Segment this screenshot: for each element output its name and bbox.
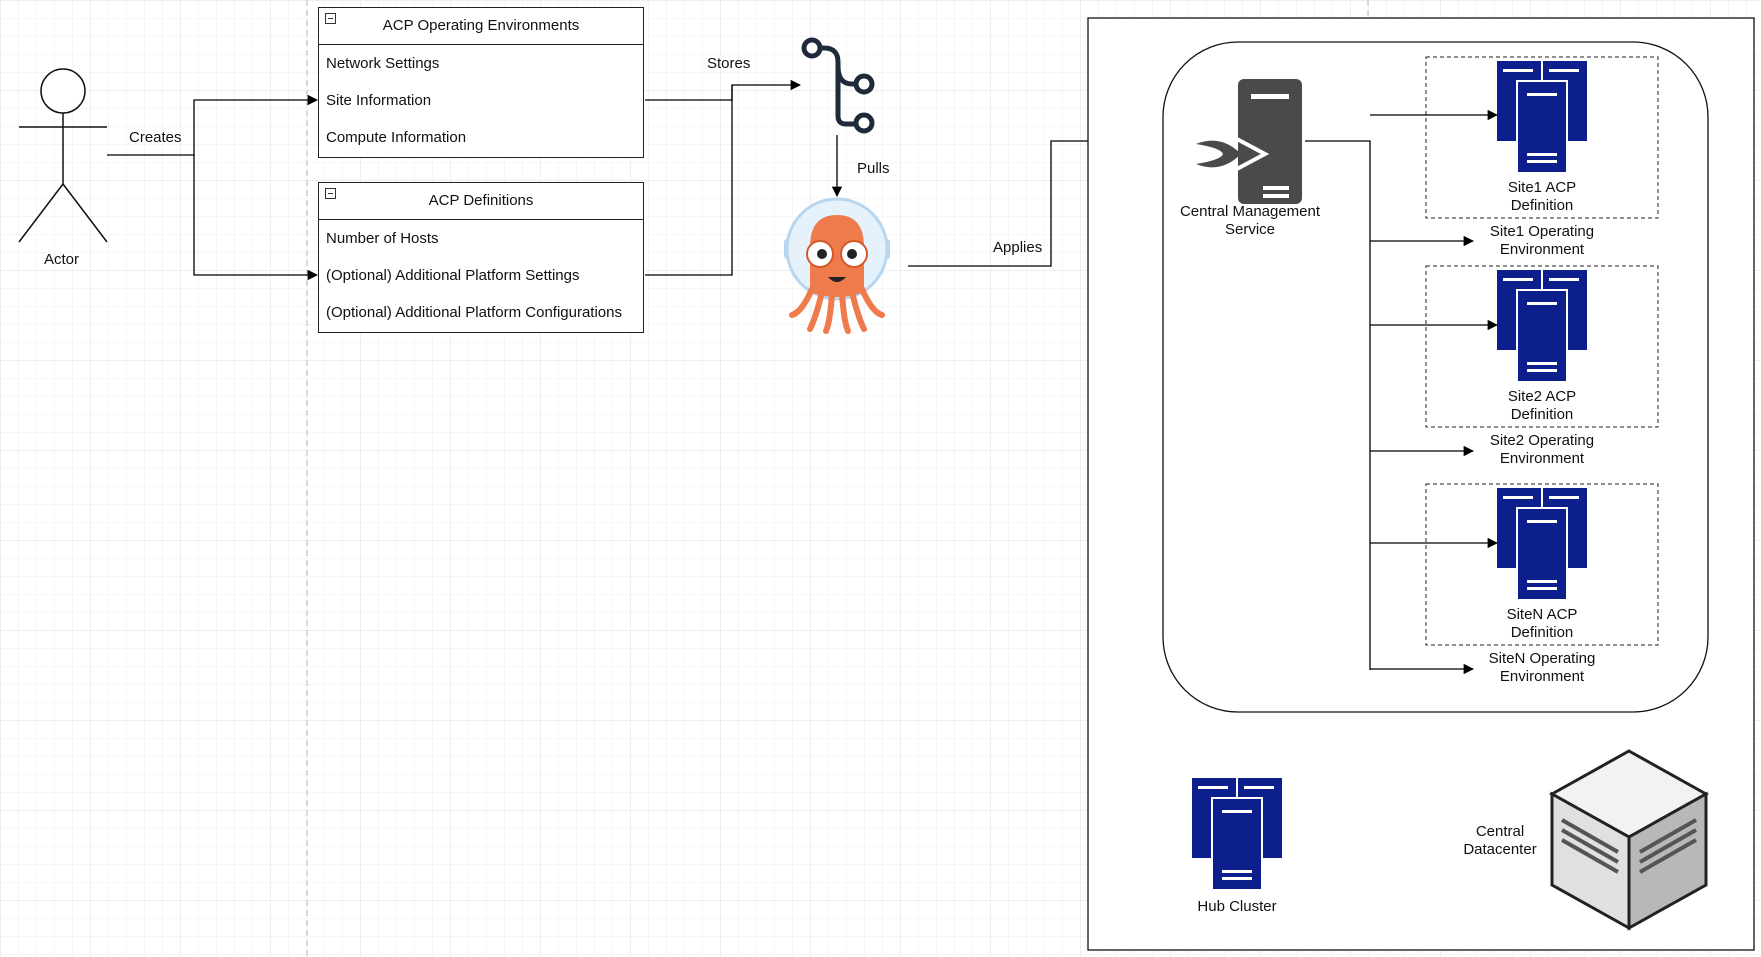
site-def-line1: SiteN ACP	[1506, 606, 1578, 623]
site-env-line2: Environment	[1499, 450, 1585, 467]
site-def-line2: Definition	[1510, 406, 1574, 423]
actor-label: Actor	[44, 251, 80, 268]
env-table-row: Compute Information	[326, 129, 467, 146]
def-table[interactable]: ACP Definitions Number of Hosts (Optiona…	[318, 182, 644, 333]
def-table-row: (Optional) Additional Platform Settings	[326, 267, 580, 284]
site1-box	[1425, 56, 1659, 219]
env-table-header: ACP Operating Environments	[319, 8, 643, 45]
stores-edge-env	[645, 79, 802, 101]
server-cluster-icon	[1497, 270, 1587, 382]
actor-icon	[18, 68, 108, 243]
site-env-line2: Environment	[1499, 668, 1585, 685]
siteN-env-label: SiteN Operating Environment	[1452, 650, 1632, 686]
site-def-line1: Site1 ACP	[1507, 179, 1577, 196]
def-table-header: ACP Definitions	[319, 183, 643, 220]
site-def-line1: Site2 ACP	[1507, 388, 1577, 405]
site1-def-label: Site1 ACP Definition	[1462, 179, 1622, 215]
collapse-icon[interactable]	[325, 188, 336, 199]
collapse-icon[interactable]	[325, 13, 336, 24]
stores-edge-def	[645, 85, 733, 276]
git-branch-icon	[801, 37, 875, 134]
site-def-line2: Definition	[1510, 624, 1574, 641]
siteN-box	[1425, 483, 1659, 646]
datacenter-label: Central Datacenter	[1450, 823, 1550, 859]
pulls-label: Pulls	[857, 160, 890, 177]
siteN-def-label: SiteN ACP Definition	[1462, 606, 1622, 642]
env-table-row: Site Information	[326, 92, 432, 109]
cms-label: Central Management Service	[1165, 203, 1335, 239]
site-env-line1: Site2 Operating	[1489, 432, 1595, 449]
site2-def-label: Site2 ACP Definition	[1462, 388, 1622, 424]
site-def-line2: Definition	[1510, 197, 1574, 214]
datacenter-label-line1: Central	[1475, 823, 1525, 840]
site2-box	[1425, 265, 1659, 428]
site-env-line1: Site1 Operating	[1489, 223, 1595, 240]
datacenter-label-line2: Datacenter	[1463, 841, 1537, 858]
server-cluster-icon	[1497, 488, 1587, 600]
env-table-row: Network Settings	[326, 55, 440, 72]
applies-label: Applies	[993, 239, 1043, 256]
creates-edge-env	[107, 94, 319, 156]
creates-edge-def	[193, 155, 319, 281]
def-table-row: Number of Hosts	[326, 230, 439, 247]
site-env-line1: SiteN Operating	[1488, 650, 1596, 667]
env-table[interactable]: ACP Operating Environments Network Setti…	[318, 7, 644, 158]
cms-label-line1: Central Management	[1179, 203, 1321, 220]
site-env-line2: Environment	[1499, 241, 1585, 258]
central-management-server-icon	[1196, 79, 1302, 204]
cms-label-line2: Service	[1224, 221, 1276, 238]
hub-cluster-icon	[1192, 778, 1282, 890]
hub-label: Hub Cluster	[1197, 898, 1277, 915]
argo-octopus-icon	[784, 197, 890, 334]
creates-label: Creates	[129, 129, 182, 146]
datacenter-cube-icon	[1548, 749, 1710, 931]
cms-bus	[1305, 140, 1371, 670]
stores-label: Stores	[707, 55, 751, 72]
def-table-row: (Optional) Additional Platform Configura…	[326, 304, 622, 321]
env-table-title: ACP Operating Environments	[382, 17, 580, 34]
def-table-title: ACP Definitions	[428, 192, 534, 209]
site1-env-label: Site1 Operating Environment	[1452, 223, 1632, 259]
site2-env-label: Site2 Operating Environment	[1452, 432, 1632, 468]
server-cluster-icon	[1497, 61, 1587, 173]
